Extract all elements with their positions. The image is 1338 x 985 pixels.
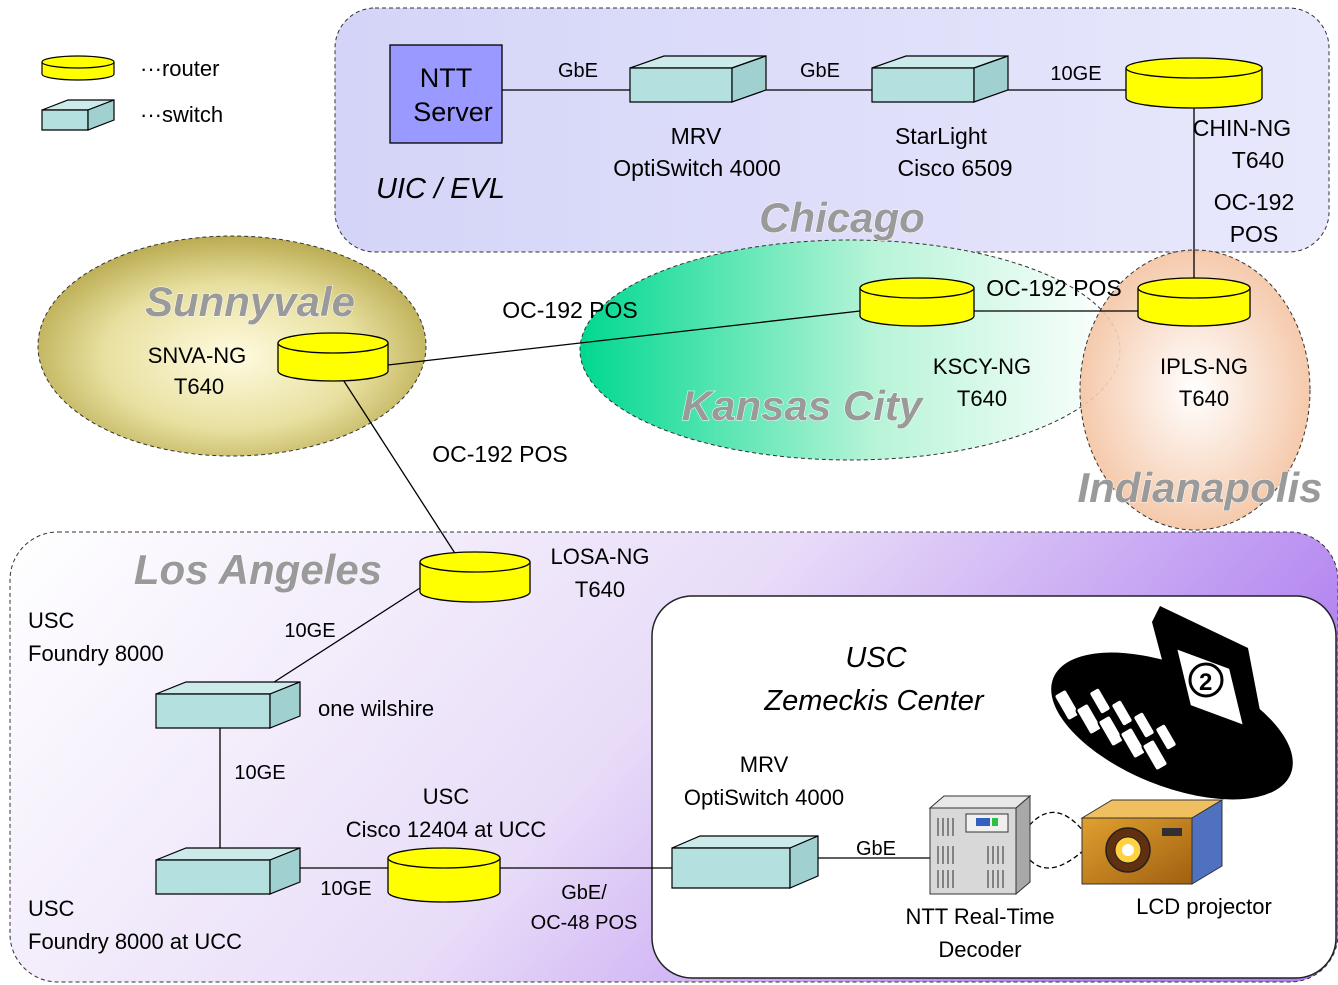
zemeckis-title-line2: Zemeckis Center <box>763 685 985 717</box>
svg-text:2: 2 <box>1199 669 1212 696</box>
foundry-ucc-label-line2: Foundry 8000 at UCC <box>28 929 242 954</box>
cisco-router-icon <box>387 847 501 903</box>
mrv-usc-label-line2: OptiSwitch 4000 <box>684 785 844 810</box>
link-label-kscy-ipls: OC-192 POS <box>986 275 1122 301</box>
kscy-router-icon <box>859 277 975 327</box>
kansas-city-region-label: Kansas City <box>682 382 925 429</box>
starlight-switch-icon <box>871 55 1009 103</box>
legend-router-icon <box>41 55 115 81</box>
foundry-ucc-label-line1: USC <box>28 896 75 921</box>
one-wilshire-label: one wilshire <box>318 696 434 721</box>
indianapolis-region-label: Indianapolis <box>1077 464 1322 511</box>
foundry-ucc-switch-icon <box>155 847 301 895</box>
mrv-chicago-switch-icon <box>629 55 767 103</box>
snva-label-line1: SNVA-NG <box>148 343 247 368</box>
theater-seats-icon: 2 <box>1051 606 1293 800</box>
link-snva-losa <box>339 374 459 559</box>
starlight-label-line2: Cisco 6509 <box>897 155 1012 181</box>
mrv-usc-label-line1: MRV <box>740 752 789 777</box>
ipls-label-line2: T640 <box>1179 386 1229 411</box>
link-label-losa-foundry: 10GE <box>284 620 335 642</box>
link-label-mrv-decoder: GbE <box>856 838 896 860</box>
lcd-projector-icon <box>1080 799 1224 885</box>
ntt-server-label-line1: NTT <box>420 63 472 93</box>
uic-evl-label: UIC / EVL <box>376 173 505 205</box>
link-label-cisco-mrv-line1: GbE/ <box>561 882 607 904</box>
ipls-router-icon <box>1137 277 1251 327</box>
link-label-starlight-chin: 10GE <box>1050 63 1101 85</box>
sunnyvale-region-label: Sunnyvale <box>145 278 355 325</box>
chin-router-icon <box>1125 57 1263 109</box>
chin-ipls-link-label-line2: POS <box>1230 221 1279 247</box>
cisco-label-line1: USC <box>423 784 470 809</box>
losa-router-icon <box>419 551 531 603</box>
legend-router-label: ···router <box>140 56 219 81</box>
losa-label-line2: T640 <box>575 577 625 602</box>
ntt-server: NTT Server <box>389 44 503 144</box>
projector-label: LCD projector <box>1136 894 1272 919</box>
legend-switch-icon <box>41 99 115 131</box>
mrv-chicago-label-line1: MRV <box>671 123 722 149</box>
link-label-snva-kscy: OC-192 POS <box>502 297 638 323</box>
snva-label-line2: T640 <box>174 374 224 399</box>
los-angeles-region-label: Los Angeles <box>134 546 382 593</box>
foundry-label-line1: USC <box>28 608 75 633</box>
link-label-foundry-foundry: 10GE <box>234 762 285 784</box>
snva-router-icon <box>277 332 389 382</box>
mrv-chicago-label-line2: OptiSwitch 4000 <box>613 155 780 181</box>
link-label-cisco-mrv-line2: OC-48 POS <box>531 912 638 934</box>
decoder-label-line1: NTT Real-Time <box>905 904 1054 929</box>
link-label-snva-losa: OC-192 POS <box>432 441 568 467</box>
sunnyvale-region <box>37 235 427 457</box>
legend-switch-label: ···switch <box>140 102 223 127</box>
cisco-label-line2: Cisco 12404 at UCC <box>346 817 547 842</box>
legend: ···router ···switch <box>41 55 223 131</box>
losa-label-line1: LOSA-NG <box>550 544 649 569</box>
zemeckis-title-line1: USC <box>845 642 907 674</box>
chicago-region-label: Chicago <box>759 194 925 241</box>
kscy-label-line1: KSCY-NG <box>933 354 1031 379</box>
foundry-switch-icon <box>155 681 301 729</box>
link-snva-kscy <box>387 310 861 366</box>
chin-label-line2: T640 <box>1232 147 1284 173</box>
ntt-server-label-line2: Server <box>413 97 493 127</box>
kscy-label-line2: T640 <box>957 386 1007 411</box>
link-label-mrv-starlight: GbE <box>800 60 840 82</box>
chin-label-line1: CHIN-NG <box>1193 115 1291 141</box>
link-losa-foundry <box>267 587 421 687</box>
link-label-server-mrv: GbE <box>558 60 598 82</box>
starlight-label-line1: StarLight <box>895 123 988 149</box>
foundry-label-line2: Foundry 8000 <box>28 641 164 666</box>
indianapolis-region <box>1079 249 1311 531</box>
decoder-tower-icon <box>928 794 1032 896</box>
decoder-label-line2: Decoder <box>938 937 1021 962</box>
ipls-label-line1: IPLS-NG <box>1160 354 1248 379</box>
link-label-foundry-cisco: 10GE <box>320 878 371 900</box>
chin-ipls-link-label-line1: OC-192 <box>1214 189 1295 215</box>
mrv-usc-switch-icon <box>671 835 819 889</box>
